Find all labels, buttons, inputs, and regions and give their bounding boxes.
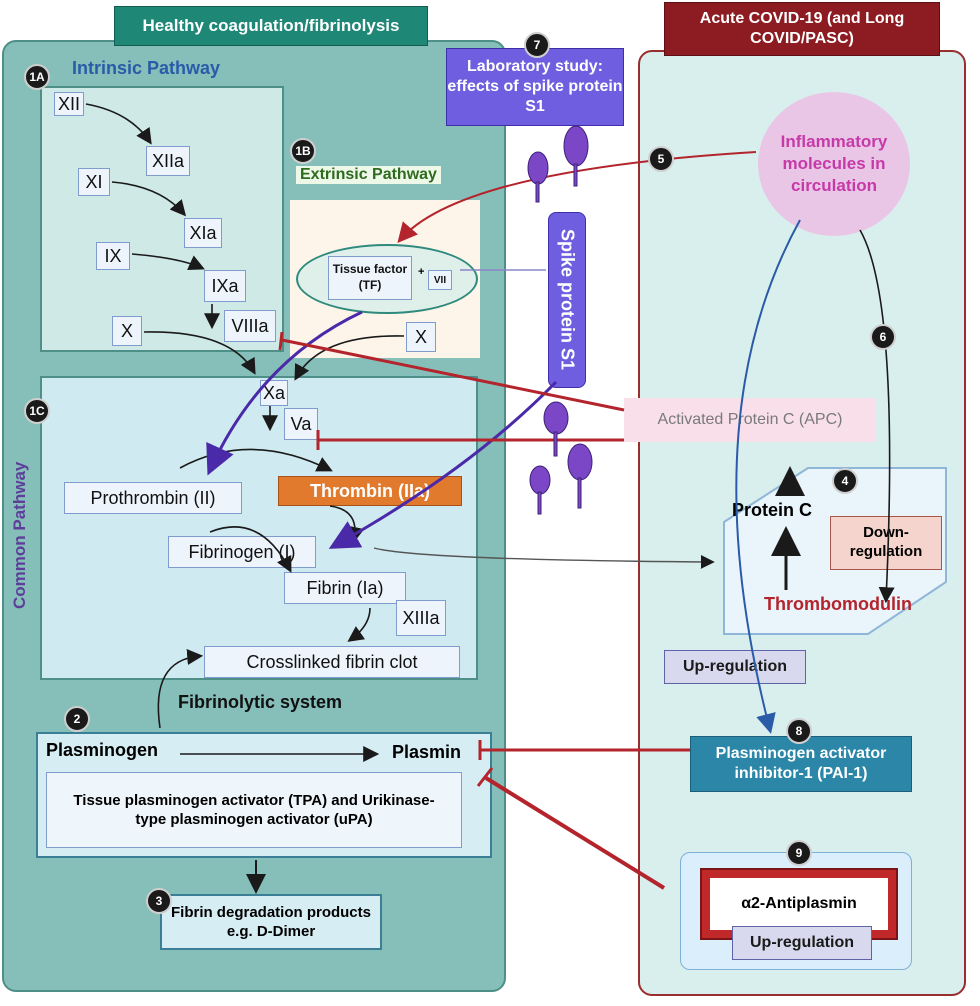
pai-1-box: Plasminogen activator inhibitor-1 (PAI-1… (690, 736, 912, 792)
up-regulation-pai-box: Up-regulation (664, 650, 806, 684)
plasminogen-label: Plasminogen (46, 740, 159, 760)
step-1a-marker: 1A (24, 64, 50, 90)
arrow-xi-xia (111, 181, 187, 217)
step-1c-marker: 1C (24, 398, 50, 424)
plus-sign: + (418, 266, 425, 278)
fibrin-box: Fibrin (Ia) (284, 572, 406, 604)
covid-header: Acute COVID-19 (and Long COVID/PASC) (664, 2, 940, 56)
protein-c-label: Protein C (732, 500, 813, 520)
tissue-factor-box: Tissue factor (TF) (328, 256, 412, 300)
factor-x-intrinsic: X (112, 316, 142, 346)
step-1b-marker: 1B (290, 138, 316, 164)
arrow-x-xa-intrinsic (143, 331, 256, 375)
factor-xii: XII (54, 92, 84, 116)
arrow-plasmin-clot (157, 649, 204, 729)
down-regulation-box: Down-regulation (830, 516, 942, 570)
fibrinolytic-system-title: Fibrinolytic system (178, 692, 343, 712)
step-7-marker: 7 (524, 32, 550, 58)
up-regulation-antiplasmin-box: Up-regulation (732, 926, 872, 960)
inhibit-antiplasmin-plasmin (484, 776, 666, 890)
fibrinogen-box: Fibrinogen (I) (168, 536, 316, 568)
spike-glyph-bottom (529, 401, 593, 515)
arrow-prothrombin-thrombin (179, 448, 333, 472)
healthy-header: Healthy coagulation/fibrinolysis (114, 6, 428, 46)
arrow-x-xa-extrinsic (294, 335, 405, 381)
fibrin-degradation-products-box: Fibrin degradation products e.g. D-Dimer (160, 894, 382, 950)
factor-xiia: XIIa (146, 146, 190, 176)
step-6-marker: 6 (870, 324, 896, 350)
activated-protein-c-box: Activated Protein C (APC) (624, 398, 876, 442)
step-8-marker: 8 (786, 718, 812, 744)
arrow-fibrin-clot (347, 607, 371, 642)
arrow-thrombin-hexagon (373, 547, 715, 569)
arrow-inflammatory-thrombomodulin (859, 229, 895, 604)
arrow-spike-fibrinogen (328, 380, 558, 549)
spike-glyph-top (527, 125, 589, 203)
inhibit-apc-viiia (281, 338, 625, 412)
arrow-tf-prothrombin (206, 310, 363, 476)
factor-viiia: VIIIa (224, 310, 276, 342)
extrinsic-pathway-title: Extrinsic Pathway (296, 166, 441, 184)
arrow-xii-xiia (85, 103, 152, 145)
step-9-marker: 9 (786, 840, 812, 866)
thrombomodulin-label: Thrombomodulin (764, 594, 912, 614)
plasmin-label: Plasmin (392, 742, 462, 762)
step-4-marker: 4 (832, 468, 858, 494)
inflammatory-molecules-circle: Inflammatory molecules in circulation (758, 92, 910, 236)
factor-xia: XIa (184, 218, 222, 248)
arrow-inflammatory-tf (397, 151, 757, 244)
activators-box: Tissue plasminogen activator (TPA) and U… (46, 772, 462, 848)
step-3-marker: 3 (146, 888, 172, 914)
factor-va: Va (284, 408, 318, 440)
spike-protein-s1-box: Spike protein S1 (548, 212, 586, 388)
factor-xiiia: XIIIa (396, 600, 446, 636)
arrow-ix-ixa (131, 253, 205, 270)
factor-ix: IX (96, 242, 130, 270)
factor-ixa: IXa (204, 270, 246, 302)
step-5-marker: 5 (648, 146, 674, 172)
intrinsic-pathway-box (40, 86, 284, 352)
arrow-inflammatory-pai (735, 219, 801, 734)
prothrombin-box: Prothrombin (II) (64, 482, 242, 514)
factor-x-extrinsic: X (406, 322, 436, 352)
thrombin-box: Thrombin (IIa) (278, 476, 462, 506)
laboratory-study-box: Laboratory study: effects of spike prote… (446, 48, 624, 126)
crosslinked-fibrin-clot-box: Crosslinked fibrin clot (204, 646, 460, 678)
arrow-fibrinogen-fibrin (209, 526, 292, 573)
intrinsic-pathway-title: Intrinsic Pathway (72, 58, 221, 78)
factor-vii: VII (428, 270, 452, 290)
factor-xi: XI (78, 168, 110, 196)
step-2-marker: 2 (64, 706, 90, 732)
